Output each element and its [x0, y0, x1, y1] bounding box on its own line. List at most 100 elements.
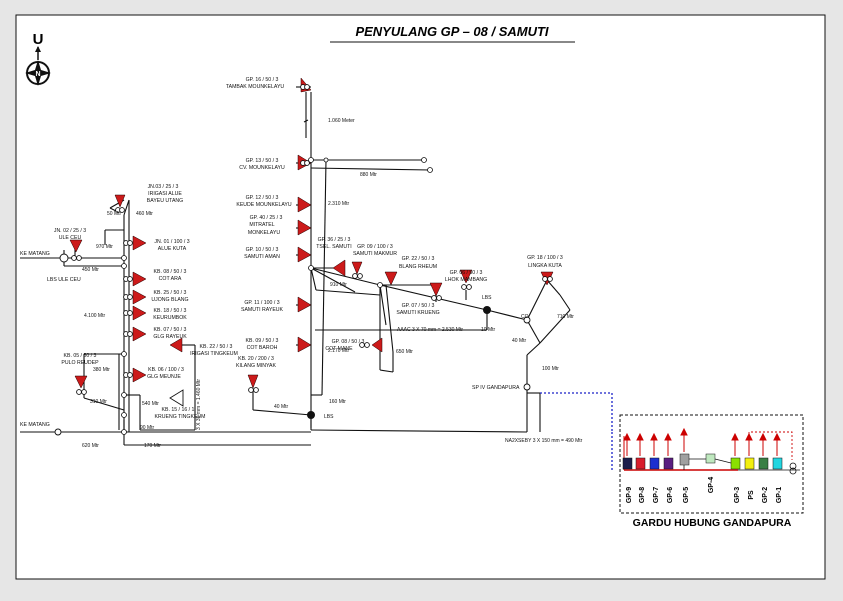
label-ule-ceu-2: ULE CEU [59, 235, 82, 241]
transformer-icon [459, 269, 473, 290]
transformer-icon [74, 375, 88, 395]
label-glg-meunje-1: KB. 06 / 100 / 3 [148, 367, 184, 373]
transformer-icon [297, 336, 312, 353]
label-irigasi-3: BAYEU UTANG [147, 198, 183, 204]
dist-label: 50 Mtr [107, 211, 122, 217]
dist-label: 160 Mtr [329, 399, 346, 405]
bay-label-gp5: GP-5 [683, 487, 690, 503]
dist-label: 2.170 Mtr [328, 348, 349, 354]
label-kilang-1: KB. 20 / 200 / 3 [238, 356, 274, 362]
transformer-icon [359, 337, 383, 353]
west-branch [20, 199, 311, 446]
label-tambak-2: TAMBAK MOUNKELAYU [226, 84, 285, 90]
label-pulo-1: KB. 05 / 50 / 3 [64, 353, 97, 359]
label-mitratel-3: MONKELAYU [248, 230, 280, 236]
label-blang-rheum-2: BLANG RHEUM [399, 264, 437, 270]
switchgear-cell-gp7 [649, 457, 660, 470]
svg-text:U: U [33, 31, 44, 48]
bay-label-gp2: GP-2 [762, 487, 769, 503]
dist-label: 620 Mtr [82, 443, 99, 449]
dist-label: 880 Mtr [360, 172, 377, 178]
label-pulo-2: PULO REUDEP [61, 360, 99, 366]
label-irigasi-2: IRIGASI ALUE [148, 191, 182, 197]
label-makmur-1: GP. 09 / 100 / 3 [357, 244, 393, 250]
label-keurumbok-1: KB. 18 / 50 / 3 [154, 308, 187, 314]
sp-iv-label: SP IV GANDAPURA [472, 385, 520, 391]
dist-label: 1.060 Meter [328, 118, 355, 124]
label-cv-1: GP. 13 / 50 / 3 [246, 158, 279, 164]
lbs-switch-icon [483, 306, 491, 314]
bay-label-gp8: GP-8 [639, 487, 646, 503]
switchgear-cell-ps [744, 457, 755, 470]
label-makmur-2: SAMUTI MAKMUR [353, 251, 397, 257]
label-alue-kuta-2: ALUE KUTA [158, 246, 187, 252]
north-arrow-icon: U N [25, 31, 51, 86]
transformer-icon [69, 239, 83, 261]
label-lhok-2: LHOK MAMBANG [445, 277, 487, 283]
transformer-icon [297, 296, 312, 313]
aaac-annotation: AAAC 3 X 70 mm = 2.530 Mtr [397, 327, 463, 333]
label-lhok-1: GP. 06 / 50 / 3 [450, 270, 483, 276]
label-samuti-rayeuk-2: SAMUTI RAYEUK [241, 307, 284, 313]
transformer-icon [297, 196, 312, 213]
bay-label-gp7: GP-7 [653, 487, 660, 503]
switchgear-cell-gp8 [635, 457, 646, 470]
dist-label: 10 Mtr [481, 327, 496, 333]
label-cot-ara-1: KB. 08 / 50 / 3 [154, 269, 187, 275]
equipment-markers [54, 157, 531, 436]
switchgear-cell-gp5 [679, 453, 690, 466]
label-kilang-2: KILANG MINYAK [236, 363, 277, 369]
switchgear-cell-gp1 [772, 457, 783, 470]
label-tsel-1: GP. 36 / 25 / 3 [318, 237, 351, 243]
transformer-icon [332, 259, 346, 277]
label-ule-ceu-1: JN. 02 / 25 / 3 [54, 228, 86, 234]
transformer-set [69, 77, 554, 407]
transformer-icon [114, 194, 126, 213]
dist-label: 910 Mtr [330, 282, 347, 288]
switchgear-cell-gp4 [705, 453, 716, 464]
label-samuti-rayeuk-1: GP. 11 / 100 / 3 [244, 300, 279, 306]
label-lingka-1: GP. 18 / 100 / 3 [527, 255, 563, 261]
co-label: CO [521, 314, 529, 320]
label-mitratel-1: GP. 40 / 25 / 3 [250, 215, 283, 221]
label-glg-meunje-2: GLG MEUNJE [147, 374, 181, 380]
label-mitratel-2: MITRATEL [249, 222, 274, 228]
dist-label: 100 Mtr [542, 366, 559, 372]
transformer-icon [297, 219, 312, 236]
dist-label: 710 Mtr [557, 314, 574, 320]
transformer-icon [297, 246, 312, 263]
switchgear-cell-gp3 [730, 457, 741, 470]
dist-label: 970 Mtr [96, 244, 113, 250]
dist-label: 310 Mtr [90, 399, 107, 405]
cable-link-blue [540, 392, 613, 432]
transformer-icon [300, 77, 312, 93]
lbs-label: LBS [482, 295, 492, 301]
label-cot-ara-2: COT ARA [159, 276, 182, 282]
label-cot-mane-1: GP. 08 / 50 / 3 [332, 339, 365, 345]
dist-label: 40 Mtr [512, 338, 527, 344]
label-blang-rheum-1: GP. 22 / 50 / 3 [402, 256, 435, 262]
label-cv-2: CV. MOUNKELAYU [239, 165, 285, 171]
label-krueng-ting-1: KB. 15 / 16 / 1 [162, 407, 195, 413]
lbs-ule-ceu-label: LBS ULE CEU [47, 277, 81, 283]
label-alue-kuta-1: JN. 01 / 100 / 3 [154, 239, 189, 245]
distance-labels: 1.060 Meter 880 Mtr 2.310 Mtr 910 Mtr 2.… [82, 118, 574, 449]
label-glg-rayeuk-2: GLG RAYEUK [153, 334, 187, 340]
label-krueng-1: GP. 07 / 50 / 3 [402, 303, 435, 309]
dist-label: 4.100 Mtr [84, 313, 105, 319]
label-cot-baroh-1: KB. 09 / 50 / 3 [246, 338, 279, 344]
dist-label: 540 Mtr [142, 401, 159, 407]
bay-label-gp3: GP-3 [734, 487, 741, 503]
label-cot-mane-2: COT MANE [325, 346, 353, 352]
dist-label: 650 Mtr [396, 349, 413, 355]
dist-label: 460 Mtr [136, 211, 153, 217]
diagram-title: PENYULANG GP – 08 / SAMUTI [355, 24, 548, 39]
vertical-cable-annotation: 3 X 35 mm = 1.460 Mtr [196, 379, 202, 430]
transformer-icon [169, 337, 183, 353]
dist-label: 380 Mtr [93, 367, 110, 373]
dist-label: 170 Mtr [144, 443, 161, 449]
transformer-icon [384, 271, 398, 286]
label-cot-baroh-2: COT BAROH [247, 345, 278, 351]
